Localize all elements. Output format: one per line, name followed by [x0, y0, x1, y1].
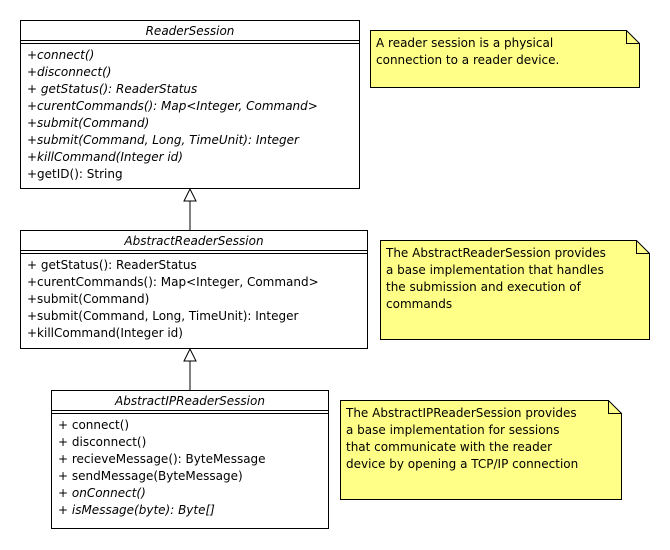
- class-abstractreadersession[interactable]: AbstractReaderSession + getStatus(): Rea…: [20, 230, 368, 349]
- operation: +submit(Command, Long, TimeUnit): Intege…: [27, 309, 299, 323]
- note-shape: [370, 30, 640, 88]
- operation: + connect(): [58, 418, 130, 432]
- operation: + recieveMessage(): ByteMessage: [58, 452, 266, 466]
- operation: +killCommand(Integer id): [27, 150, 183, 164]
- class-name: ReaderSession: [145, 24, 235, 38]
- note-text: The AbstractReaderSession provides a bas…: [386, 246, 606, 311]
- operation: + isMessage(byte): Byte[]: [58, 503, 215, 517]
- note-text: A reader session is a physical connectio…: [376, 36, 560, 67]
- operation: +connect(): [27, 48, 95, 62]
- operation: + getStatus(): ReaderStatus: [27, 258, 197, 272]
- operation: +submit(Command): [27, 292, 150, 306]
- class-abstractipreadersession[interactable]: AbstractIPReaderSession + connect() + di…: [51, 390, 329, 529]
- operation: + getStatus(): ReaderStatus: [27, 82, 198, 96]
- class-name: AbstractIPReaderSession: [115, 394, 265, 408]
- class-divider: [21, 40, 359, 44]
- note-shape: [340, 400, 622, 500]
- operation: +curentCommands(): Map<Integer, Command>: [27, 99, 318, 113]
- operations-list: + connect() + disconnect() + recieveMess…: [52, 414, 328, 521]
- note-shape: [380, 240, 650, 340]
- class-divider: [21, 250, 367, 254]
- operation: +submit(Command): [27, 116, 150, 130]
- operation: +getID(): String: [27, 167, 123, 181]
- operation: +killCommand(Integer id): [27, 326, 183, 340]
- note-abstract-ip-reader-session[interactable]: The AbstractIPReaderSession provides a b…: [340, 400, 622, 500]
- note-text: The AbstractIPReaderSession provides a b…: [346, 406, 579, 471]
- note-reader-session[interactable]: A reader session is a physical connectio…: [370, 30, 640, 88]
- generalization-abstractipreadersession-to-abstractreadersession: [183, 347, 197, 390]
- operation: +disconnect(): [27, 65, 112, 79]
- operation: + onConnect(): [58, 486, 146, 500]
- class-divider: [52, 410, 328, 414]
- operation: +submit(Command, Long, TimeUnit): Intege…: [27, 133, 299, 147]
- operation: + disconnect(): [58, 435, 147, 449]
- operations-list: +connect() +disconnect() + getStatus(): …: [21, 44, 359, 185]
- operation: + sendMessage(ByteMessage): [58, 469, 243, 483]
- class-readersession[interactable]: ReaderSession +connect() +disconnect() +…: [20, 20, 360, 189]
- note-abstract-reader-session[interactable]: The AbstractReaderSession provides a bas…: [380, 240, 650, 340]
- class-name: AbstractReaderSession: [124, 234, 264, 248]
- generalization-abstractreadersession-to-readersession: [183, 187, 197, 230]
- operation: +curentCommands(): Map<Integer, Command>: [27, 275, 319, 289]
- operations-list: + getStatus(): ReaderStatus +curentComma…: [21, 254, 367, 344]
